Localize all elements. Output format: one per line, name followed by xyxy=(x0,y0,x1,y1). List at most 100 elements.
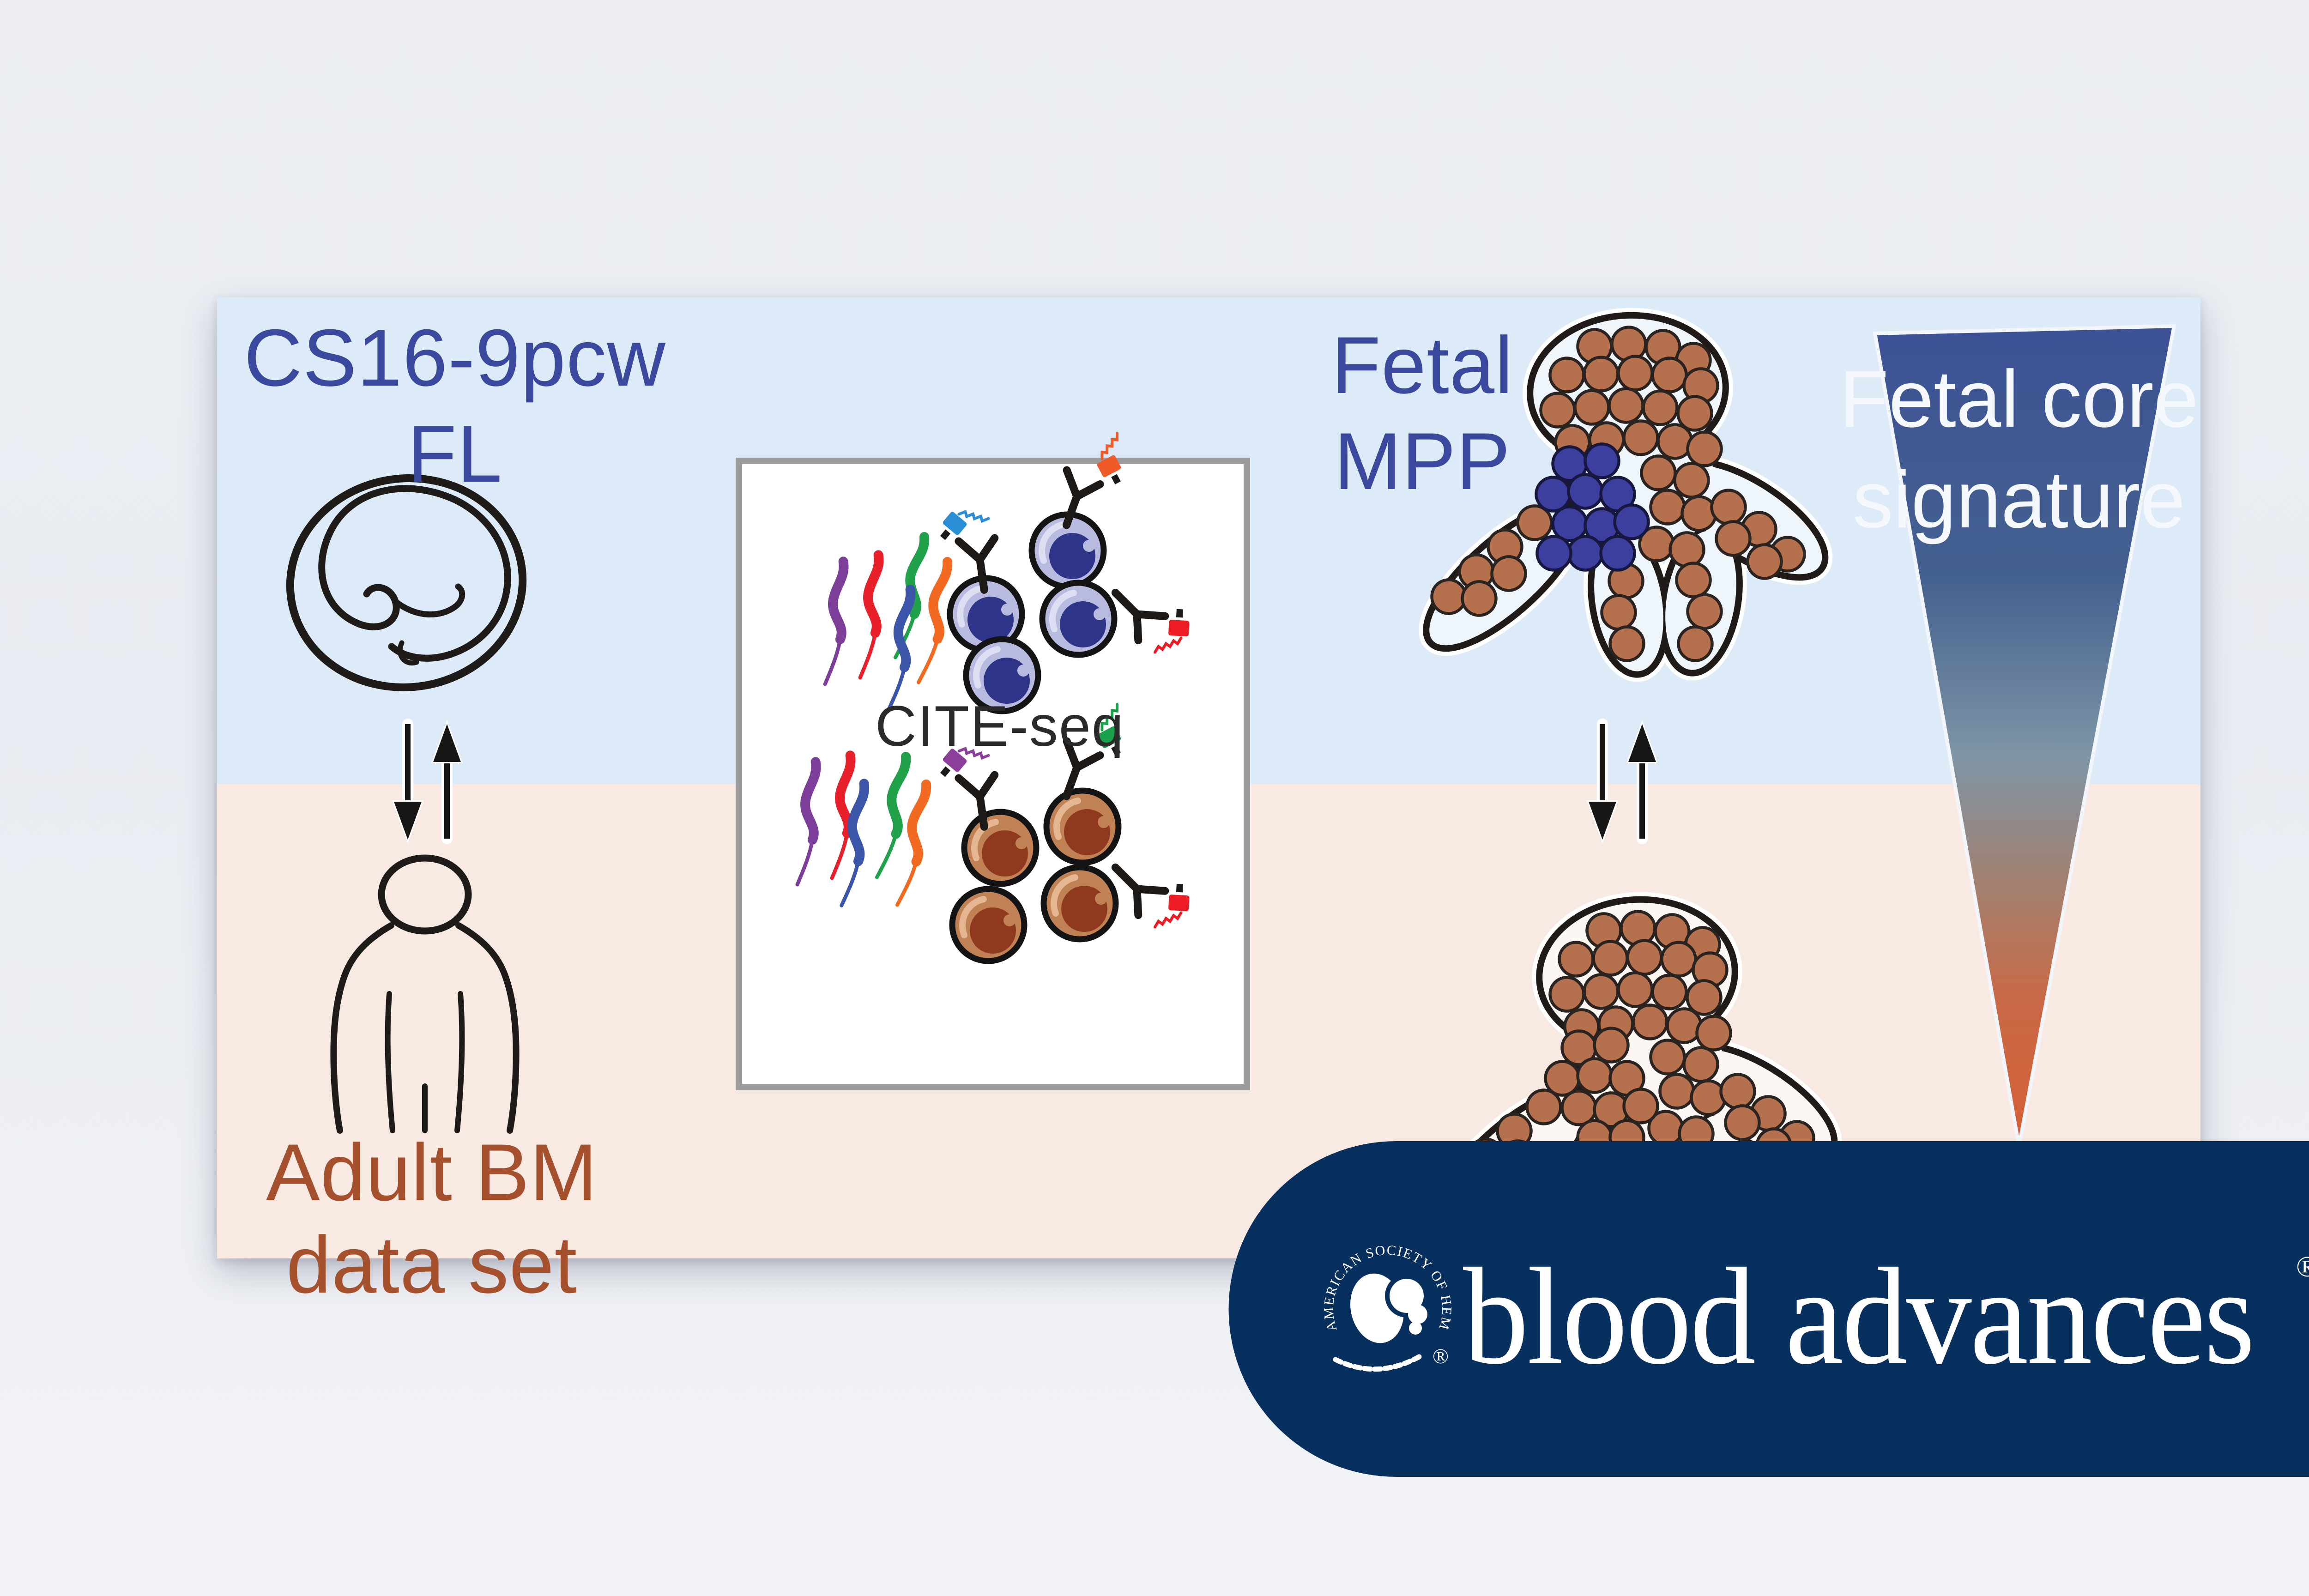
progenitor-cell-icon xyxy=(1573,389,1610,426)
mpp-cell-icon xyxy=(1567,473,1604,510)
adult-cell-icon xyxy=(949,886,1028,964)
progenitor-cell-icon xyxy=(1617,355,1654,392)
adult-cell-icon-nucleus-notch xyxy=(1095,893,1107,905)
fetal-liver-label-line2: FL xyxy=(407,409,503,499)
cite-seq-label: CITE-seq xyxy=(875,695,1124,758)
antibody-stem xyxy=(1111,588,1141,618)
progenitor-cell-icon xyxy=(1583,973,1620,1010)
progenitor-cell-icon xyxy=(1600,594,1637,631)
fetal-cell-icon-highlight xyxy=(957,585,985,628)
rna-strand-body xyxy=(800,757,821,845)
fetal-liver-label-line1: CS16-9pcw xyxy=(244,313,666,403)
progenitor-cell-icon xyxy=(1677,625,1714,662)
progenitor-cell-icon xyxy=(1651,973,1688,1010)
fetal-cell-icon-highlight xyxy=(1039,521,1066,564)
mpp-cell-icon xyxy=(1535,476,1572,513)
adult-cell-icon-nucleus xyxy=(970,907,1016,954)
antibody-arms xyxy=(1063,737,1104,772)
fetus-sac-outline xyxy=(286,474,527,691)
antibody-tag-group xyxy=(1153,883,1190,929)
antibody-icon xyxy=(940,510,999,594)
antibody-arms xyxy=(1133,885,1169,919)
progenitor-cell-icon xyxy=(1715,520,1752,557)
ash-registered-mark: ® xyxy=(1433,1344,1449,1368)
cite-seq-box xyxy=(736,458,1250,1090)
adult-head-outline xyxy=(378,854,472,935)
progenitor-cell-icon xyxy=(1539,392,1576,429)
progenitor-cell-icon xyxy=(1676,395,1713,432)
antibody-icon xyxy=(1111,588,1190,654)
rna-strand-icon xyxy=(823,556,849,686)
progenitor-cell-icon xyxy=(1576,1057,1613,1094)
rna-strand-body xyxy=(835,750,856,838)
progenitor-cell-icon xyxy=(1690,1079,1727,1116)
antibody-tag-group xyxy=(1153,609,1190,654)
progenitor-cell-icon xyxy=(1632,1004,1668,1040)
barcode-tag-icon xyxy=(1097,726,1121,749)
rna-strand-icon xyxy=(893,532,930,659)
antibody-icon xyxy=(1062,431,1121,529)
progenitor-cell-icon xyxy=(1724,1104,1761,1141)
progenitor-cell-icon xyxy=(1686,979,1723,1016)
rna-strand-body xyxy=(828,556,849,644)
down-arrow-head-icon xyxy=(392,800,424,844)
adult-cell-icon-nucleus-notch xyxy=(1098,816,1110,828)
adult-bm-label-line1: Adult BM xyxy=(266,1128,598,1218)
antibody-tag-link xyxy=(940,766,951,777)
adult-cell-icon xyxy=(1040,864,1119,943)
fetal-mpp-label: Fetal MPP xyxy=(1331,318,1513,510)
antibody-tag-group xyxy=(940,510,990,540)
adult-cell-icon-highlight xyxy=(1053,798,1081,840)
rna-strand-tail xyxy=(840,859,860,907)
oligo-squiggle-icon xyxy=(1153,911,1183,929)
fetal-mpp-label-line2: MPP xyxy=(1334,417,1511,507)
progenitor-cell-icon xyxy=(1430,578,1467,615)
fetus-body-curl xyxy=(388,496,511,662)
ash-chain-arc-icon xyxy=(1333,1352,1425,1372)
exchange-arrows-fetal-adult xyxy=(392,719,463,844)
fetal-mpp-label-line1: Fetal xyxy=(1331,320,1514,411)
mpp-cell-icon xyxy=(1613,503,1650,540)
progenitor-cell-icon xyxy=(1710,489,1747,526)
barcode-tag-icon xyxy=(1168,895,1190,911)
rna-strand-icon xyxy=(858,550,884,680)
progenitor-cell-icon xyxy=(1608,625,1645,662)
wordmark-registered-mark: ® xyxy=(2296,1250,2309,1283)
antibody-tag-link xyxy=(1111,745,1121,756)
progenitor-cell-icon xyxy=(1686,593,1723,630)
oligo-squiggle-icon xyxy=(957,510,990,523)
adult-bm-label-line2: data set xyxy=(286,1220,578,1310)
journal-wordmark: blood advances xyxy=(1463,1239,2255,1393)
adult-cell-icon-nucleus-notch xyxy=(1003,914,1015,926)
rna-strand-tail xyxy=(858,631,877,680)
rna-strand-icon xyxy=(875,751,911,879)
fetal-cell-icon xyxy=(963,636,1041,714)
adult-cell-icon-nucleus xyxy=(1061,886,1107,932)
adult-cell-icon-highlight xyxy=(1051,874,1078,917)
rna-strand-tail xyxy=(875,832,898,879)
progenitor-cell-icon xyxy=(1592,940,1629,977)
fetal-cell-icon xyxy=(947,575,1025,653)
fetal-cell-icon-nucleus-notch xyxy=(1094,608,1106,620)
journal-banner xyxy=(1228,1141,2309,1477)
antibody-arms xyxy=(955,534,999,564)
adult-right-arm-line xyxy=(454,991,465,1133)
barcode-tag-icon xyxy=(943,512,967,535)
antibody-arms xyxy=(1063,466,1104,501)
barcode-tag-icon xyxy=(943,749,967,772)
fetal-cell-icon-nucleus-notch xyxy=(1001,604,1013,616)
oligo-squiggle-icon xyxy=(1100,702,1118,732)
antibody-icon xyxy=(940,747,999,831)
progenitor-cell-icon xyxy=(1719,1073,1756,1110)
antibody-stem xyxy=(1062,492,1081,529)
rna-strand-tail xyxy=(893,612,917,659)
progenitor-cell-icon xyxy=(1593,1027,1630,1064)
progenitor-cell-icon xyxy=(1668,531,1705,568)
progenitor-cell-icon xyxy=(1658,1073,1695,1110)
antibody-arms xyxy=(1133,610,1169,645)
rna-strand-body xyxy=(928,556,953,644)
progenitor-cell-icon xyxy=(1649,489,1686,526)
fetal-cell-icon xyxy=(1028,511,1107,590)
rna-strand-icon xyxy=(830,750,856,880)
adult-cell-icon-highlight xyxy=(959,896,987,938)
